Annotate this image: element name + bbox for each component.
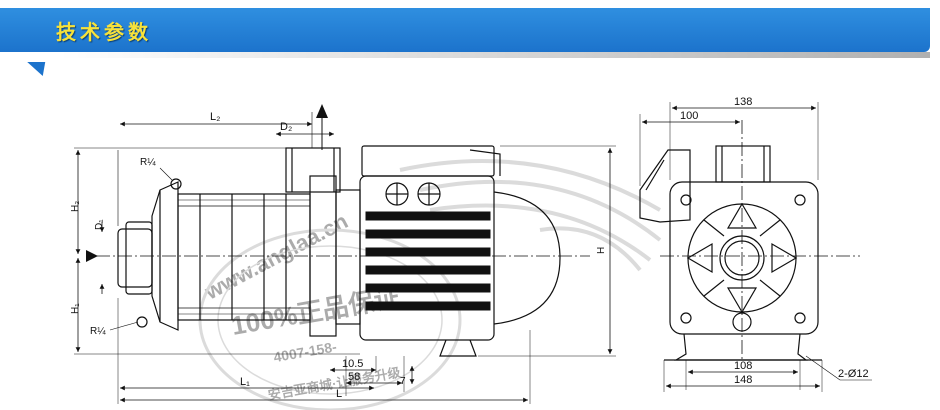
technical-drawing: www.anglaa.cn 100%正品保证 4007-158- 安吉亚商城·让…: [70, 96, 872, 410]
front-flange: [669, 181, 819, 335]
discharge-arrow: [316, 104, 328, 118]
watermark-brand: www.anglaa.cn: [200, 208, 352, 305]
dim-L: L: [336, 388, 342, 400]
dim-H2: H₂: [70, 201, 81, 212]
dim-H1: H₁: [70, 303, 81, 314]
motor-end: [493, 191, 561, 325]
dim-58: 58: [348, 371, 360, 383]
terminal-box: [361, 145, 495, 177]
dim-108: 108: [734, 360, 752, 372]
dim-10-5: 10.5: [342, 358, 363, 370]
dim-7: 7: [400, 376, 406, 387]
dim-D2: D₂: [280, 121, 292, 133]
pump-side-view: L₂ D₂ R¼ R¼ H₂ H₁ D₁ H 10.5 58: [70, 104, 616, 404]
discharge-port: [285, 147, 341, 193]
pump-front-view: 138 100 108 148 2-Ø12: [639, 96, 872, 392]
banner-background: [0, 8, 930, 52]
dim-L1: L₁: [240, 376, 250, 388]
dim-R-bottom: R¼: [90, 325, 106, 337]
dim-holes: 2-Ø12: [838, 368, 869, 380]
end-cap: [117, 228, 153, 288]
motor-body: [359, 175, 495, 341]
motor-foot: [439, 339, 477, 357]
front-terminal-box: [639, 149, 691, 223]
header-banner: 技术参数: [0, 0, 940, 76]
dim-L2: L₂: [210, 111, 220, 123]
page-title: 技术参数: [56, 22, 152, 44]
motor-fins: [365, 211, 491, 311]
front-drain: [732, 312, 752, 332]
dim-138: 138: [734, 96, 752, 108]
dim-D1: D₁: [94, 219, 105, 230]
dim-H: H: [596, 247, 607, 254]
dim-148: 148: [734, 374, 752, 386]
dim-100: 100: [680, 110, 698, 122]
front-inlet: [719, 235, 765, 281]
banner-shadow: [60, 52, 930, 58]
front-outlet: [715, 145, 771, 183]
axis-arrow-left: [86, 250, 98, 262]
dim-R-top: R¼: [140, 156, 156, 168]
watermark-stamp-phone: 4007-158-: [272, 338, 338, 365]
front-base: [673, 333, 808, 361]
